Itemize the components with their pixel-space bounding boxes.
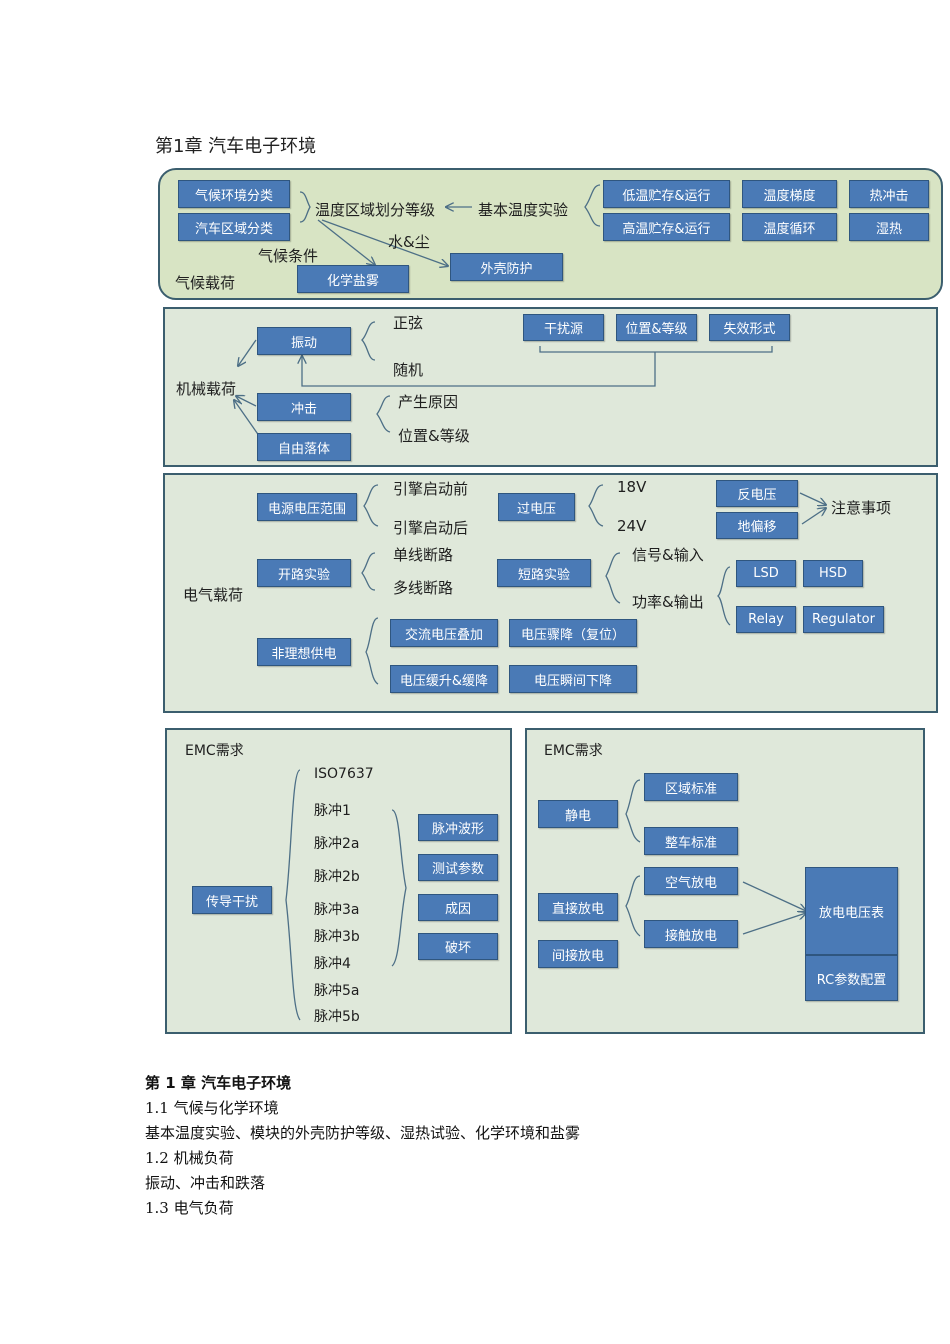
section-2-title: 1.2 机械负荷	[145, 1149, 234, 1167]
section-1-title: 1.1 气候与化学环境	[145, 1099, 279, 1117]
free-fall-box: 自由落体	[257, 433, 351, 461]
sine-label: 正弦	[393, 314, 424, 332]
signal-input-label: 信号&输入	[632, 546, 704, 564]
cause-label: 产生原因	[398, 393, 459, 411]
18v-label: 18V	[617, 478, 647, 496]
low-temp-storage-box: 低温贮存&运行	[603, 180, 730, 208]
reverse-voltage-box: 反电压	[716, 480, 798, 507]
discharge-voltage-table-box: 放电电压表	[805, 867, 898, 955]
electrical-load-label: 电气载荷	[183, 586, 244, 604]
damp-heat-box: 湿热	[849, 213, 929, 241]
short-circuit-test-box: 短路实验	[497, 559, 591, 587]
ground-offset-box: 地偏移	[716, 512, 798, 539]
notes-label: 注意事项	[831, 499, 892, 517]
vehicle-standard-box: 整车标准	[644, 827, 738, 855]
nonideal-supply-box: 非理想供电	[257, 638, 351, 666]
supply-voltage-range-box: 电源电压范围	[257, 493, 357, 521]
section-3-title: 1.3 电气负荷	[145, 1199, 234, 1217]
slow-voltage-change-box: 电压缓升&缓降	[390, 665, 498, 693]
regulator-box: Regulator	[803, 606, 884, 633]
high-temp-storage-box: 高温贮存&运行	[603, 213, 730, 241]
chapter-heading: 第 1 章 汽车电子环境	[145, 1074, 292, 1092]
pulse-label: 脉冲5b	[314, 1009, 360, 1025]
section-2-body: 振动、冲击和跌落	[145, 1174, 266, 1192]
pulse-waveform-box: 脉冲波形	[418, 814, 498, 841]
pulse-label: 脉冲4	[314, 956, 351, 972]
section-1-body: 基本温度实验、模块的外壳防护等级、湿热试验、化学环境和盐雾	[145, 1124, 581, 1142]
position-level-box: 位置&等级	[616, 314, 697, 341]
chemical-salt-spray-box: 化学盐雾	[297, 265, 409, 293]
esd-box: 静电	[538, 800, 618, 828]
overvoltage-box: 过电压	[498, 493, 575, 521]
hsd-box: HSD	[803, 560, 863, 587]
emc-left-label: EMC需求	[185, 743, 244, 759]
random-label: 随机	[393, 361, 424, 379]
climate-classification-box: 气候环境分类	[178, 180, 290, 208]
damage-box: 破坏	[418, 933, 498, 960]
figure-title: 第1章 汽车电子环境	[155, 136, 317, 157]
after-engine-start-label: 引擎启动后	[393, 519, 469, 537]
cause-box: 成因	[418, 894, 498, 921]
direct-discharge-box: 直接放电	[538, 893, 618, 921]
conducted-interference-box: 传导干扰	[192, 886, 272, 914]
air-discharge-box: 空气放电	[644, 867, 738, 895]
pulse-label: ISO7637	[314, 766, 374, 782]
before-engine-start-label: 引擎启动前	[393, 480, 469, 498]
power-output-label: 功率&输出	[632, 593, 704, 611]
thermal-shock-box: 热冲击	[849, 180, 929, 208]
emc-right-label: EMC需求	[544, 743, 603, 759]
temperature-cycle-box: 温度循环	[742, 213, 837, 241]
shock-position-level-label: 位置&等级	[398, 427, 470, 445]
interference-source-box: 干扰源	[523, 314, 604, 341]
mechanical-load-label: 机械载荷	[176, 380, 237, 398]
pulse-label: 脉冲3b	[314, 929, 360, 945]
temperature-gradient-box: 温度梯度	[742, 180, 837, 208]
pulse-label: 脉冲1	[314, 803, 351, 819]
water-dust-label: 水&尘	[388, 233, 430, 251]
basic-temperature-test-label: 基本温度实验	[478, 201, 569, 219]
region-standard-box: 区域标准	[644, 773, 738, 801]
climate-load-label: 气候载荷	[175, 274, 236, 292]
multi-wire-break-label: 多线断路	[393, 579, 454, 597]
lsd-box: LSD	[736, 560, 796, 587]
vibration-box: 振动	[257, 327, 351, 355]
indirect-discharge-box: 间接放电	[538, 940, 618, 968]
pulse-label: 脉冲5a	[314, 983, 360, 999]
temperature-zone-label: 温度区域划分等级	[315, 201, 436, 219]
pulse-label: 脉冲2a	[314, 836, 360, 852]
instant-voltage-drop-box: 电压瞬间下降	[509, 665, 637, 693]
vehicle-region-classification-box: 汽车区域分类	[178, 213, 290, 241]
24v-label: 24V	[617, 517, 647, 535]
rc-parameter-box: RC参数配置	[805, 955, 898, 1001]
open-circuit-test-box: 开路实验	[257, 559, 351, 587]
contact-discharge-box: 接触放电	[644, 920, 738, 948]
enclosure-protection-box: 外壳防护	[450, 253, 563, 281]
single-wire-break-label: 单线断路	[393, 546, 454, 564]
failure-mode-box: 失效形式	[709, 314, 790, 341]
test-parameters-box: 测试参数	[418, 854, 498, 881]
emc-left-panel	[165, 728, 512, 1034]
shock-box: 冲击	[257, 393, 351, 421]
ac-overlay-box: 交流电压叠加	[390, 619, 498, 647]
climate-condition-label: 气候条件	[258, 247, 319, 265]
pulse-label: 脉冲3a	[314, 902, 360, 918]
voltage-dropout-box: 电压骤降（复位）	[509, 619, 637, 647]
pulse-label: 脉冲2b	[314, 869, 360, 885]
relay-box: Relay	[736, 606, 796, 633]
